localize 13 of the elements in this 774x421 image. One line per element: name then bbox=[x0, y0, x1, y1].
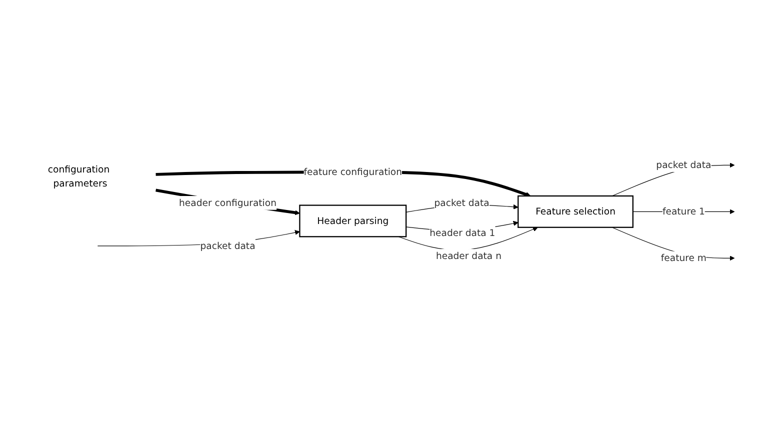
edge-label: header configuration bbox=[179, 197, 276, 208]
node-box: Header parsing bbox=[299, 204, 407, 238]
edge-label: feature configuration bbox=[304, 166, 402, 178]
edge-label: header data n bbox=[436, 250, 502, 262]
node-text: configuration parameters bbox=[48, 164, 110, 189]
edge-label: feature m bbox=[660, 252, 706, 264]
node-box: Feature selection bbox=[518, 195, 634, 228]
edge-label: packet data bbox=[200, 240, 256, 252]
arrow bbox=[156, 188, 300, 216]
edge-label: feature 1 bbox=[662, 206, 705, 217]
edge-label: packet data bbox=[656, 159, 712, 170]
edge-label: header data 1 bbox=[430, 227, 496, 238]
edge-label: packet data bbox=[434, 197, 490, 208]
